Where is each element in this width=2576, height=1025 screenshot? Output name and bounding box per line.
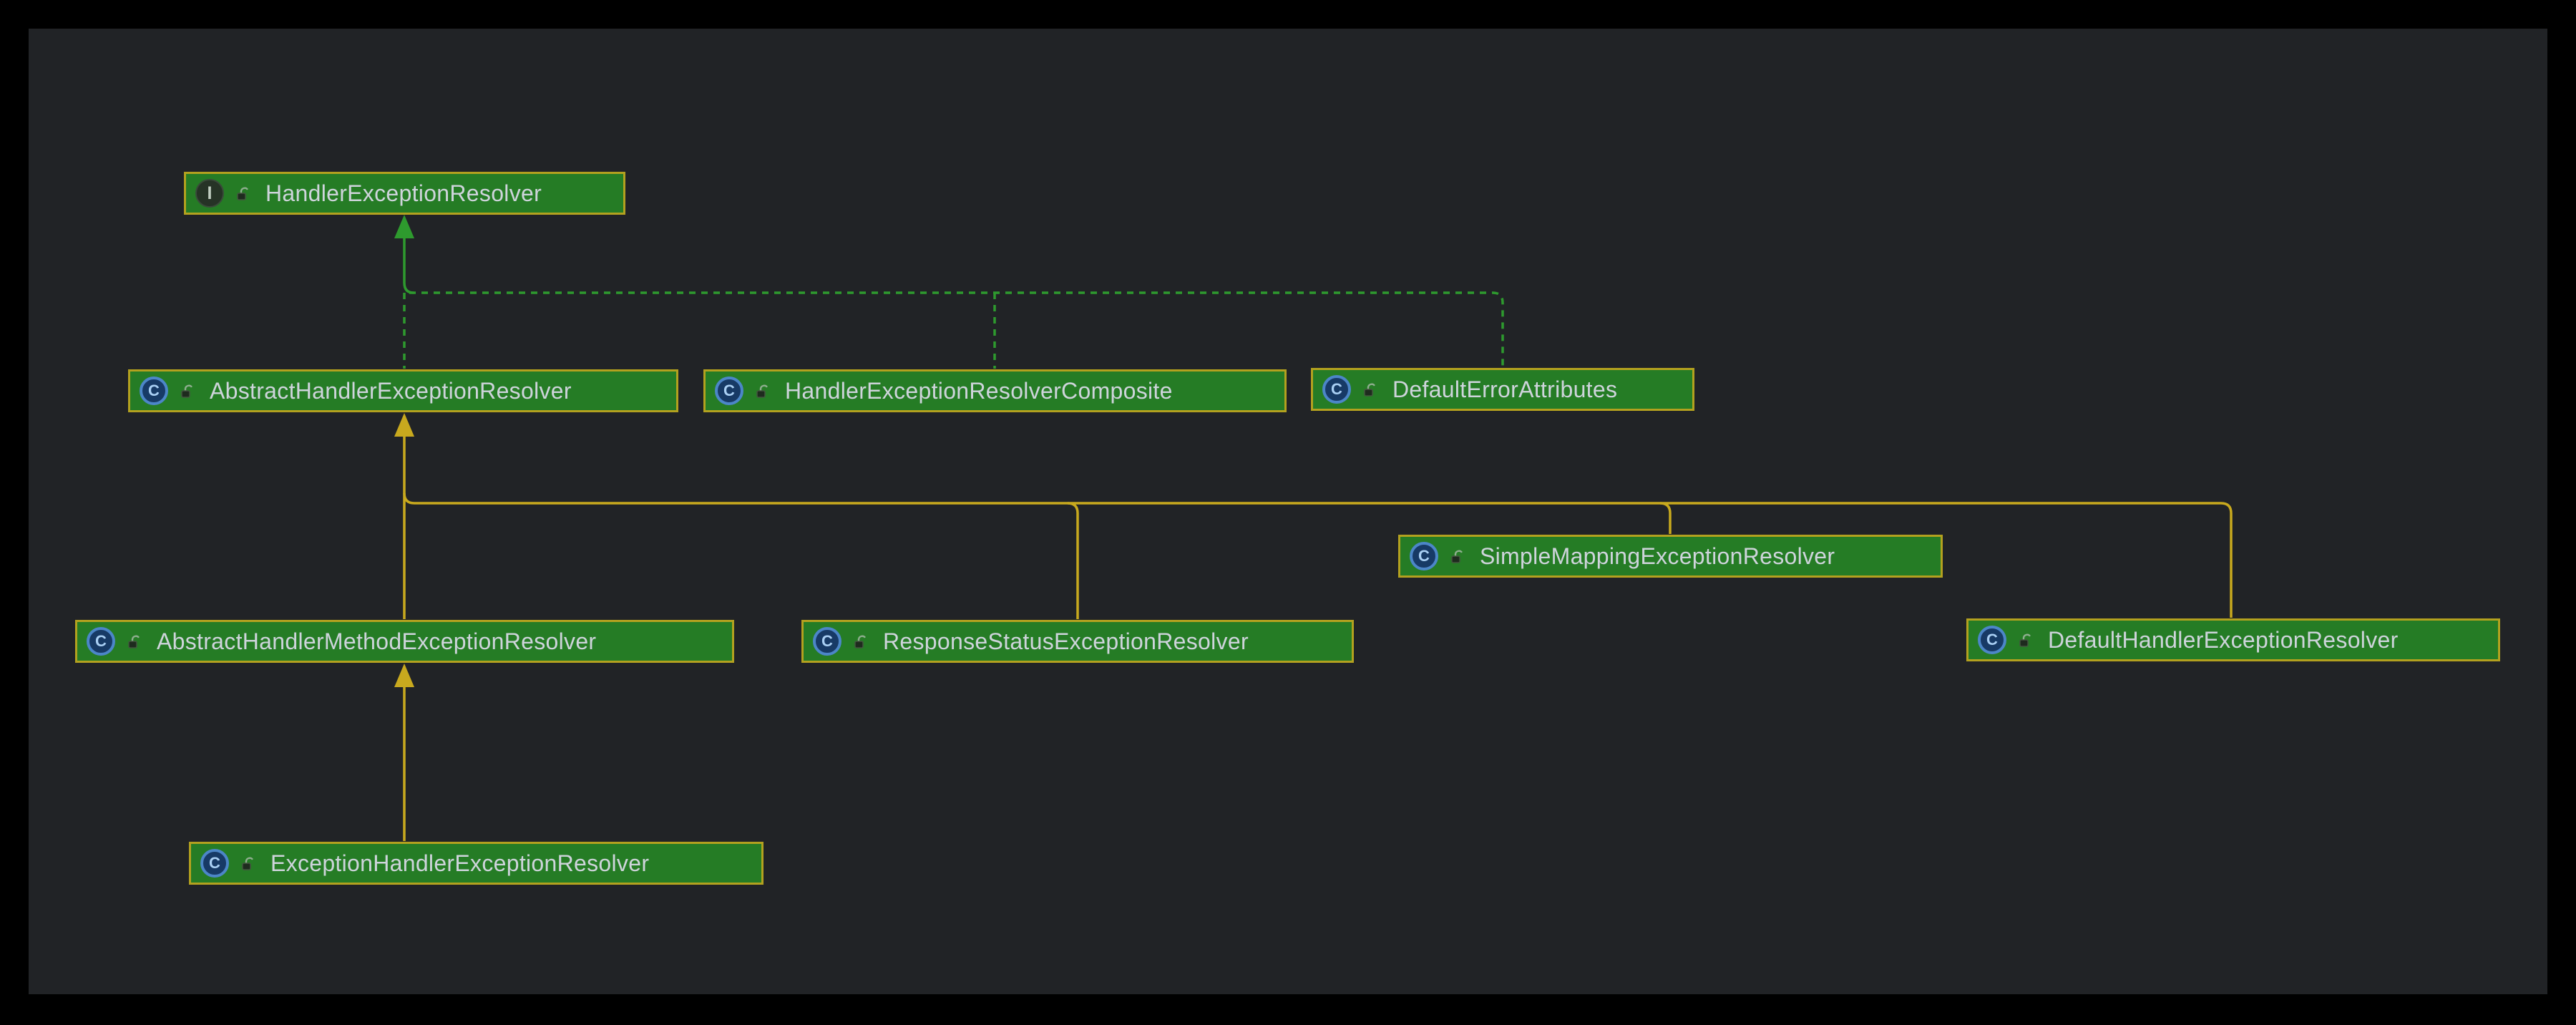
node-label: HandlerExceptionResolver xyxy=(265,180,542,206)
node-label: ResponseStatusExceptionResolver xyxy=(883,628,1249,654)
open-lock-icon xyxy=(756,384,768,398)
class-icon: C xyxy=(1410,542,1438,570)
node-handler-exception-resolver[interactable]: I HandlerExceptionResolver xyxy=(184,172,625,215)
node-label: ExceptionHandlerExceptionResolver xyxy=(270,850,650,876)
node-exception-handler-exception-resolver[interactable]: C ExceptionHandlerExceptionResolver xyxy=(189,842,763,885)
open-lock-icon xyxy=(2019,633,2031,647)
open-lock-icon xyxy=(854,635,866,648)
class-icon: C xyxy=(813,627,841,656)
node-label: DefaultErrorAttributes xyxy=(1392,376,1618,402)
class-icon: C xyxy=(1978,626,2006,654)
class-icon: C xyxy=(1322,375,1351,404)
node-default-handler-exception-resolver[interactable]: C DefaultHandlerExceptionResolver xyxy=(1966,618,2500,661)
open-lock-icon xyxy=(1364,383,1375,397)
node-abstract-handler-exception-resolver[interactable]: C AbstractHandlerExceptionResolver xyxy=(128,369,678,412)
open-lock-icon xyxy=(181,384,192,398)
open-lock-icon xyxy=(128,635,140,648)
node-response-status-exception-resolver[interactable]: C ResponseStatusExceptionResolver xyxy=(801,620,1354,663)
open-lock-icon xyxy=(237,187,248,200)
node-label: AbstractHandlerMethodExceptionResolver xyxy=(157,628,597,654)
node-handler-exception-resolver-composite[interactable]: C HandlerExceptionResolverComposite xyxy=(703,369,1287,412)
class-icon: C xyxy=(200,849,229,878)
node-label: HandlerExceptionResolverComposite xyxy=(785,377,1173,404)
class-icon: C xyxy=(715,377,743,405)
open-lock-icon xyxy=(242,857,253,870)
node-label: SimpleMappingExceptionResolver xyxy=(1480,543,1835,569)
node-default-error-attributes[interactable]: C DefaultErrorAttributes xyxy=(1311,368,1694,411)
node-label: AbstractHandlerExceptionResolver xyxy=(210,377,572,404)
open-lock-icon xyxy=(1451,550,1463,563)
node-label: DefaultHandlerExceptionResolver xyxy=(2048,626,2399,653)
class-icon: C xyxy=(87,627,115,656)
node-simple-mapping-exception-resolver[interactable]: C SimpleMappingExceptionResolver xyxy=(1398,535,1943,578)
node-abstract-handler-method-exception-resolver[interactable]: C AbstractHandlerMethodExceptionResolver xyxy=(75,620,734,663)
class-icon: C xyxy=(140,377,168,405)
interface-icon: I xyxy=(195,179,224,208)
